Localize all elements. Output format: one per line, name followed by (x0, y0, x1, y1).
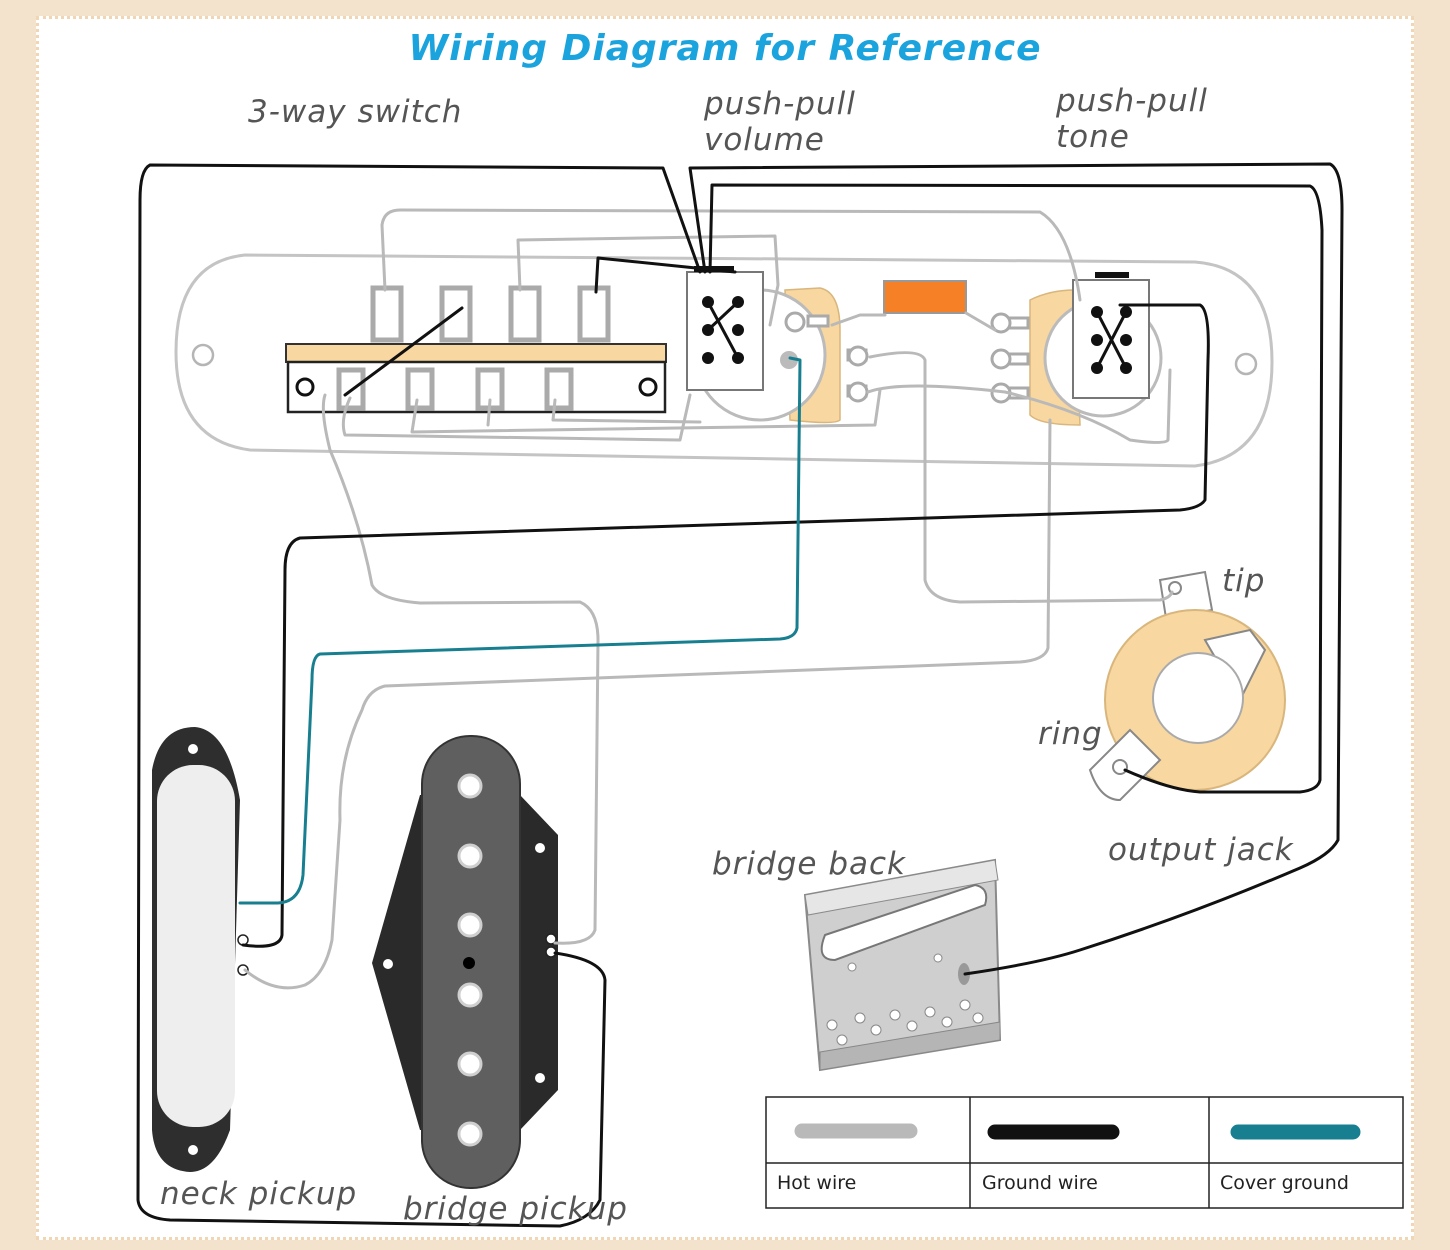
neck-pickup (152, 727, 249, 1172)
push-pull-volume-label-line2: volume (704, 122, 825, 158)
tip-label: tip (1222, 563, 1265, 599)
legend-label-hot-wire: Hot wire (777, 1172, 856, 1194)
legend-label-ground-wire: Ground wire (982, 1172, 1098, 1194)
three-way-switch-label: 3-way switch (248, 94, 462, 130)
ring-label: ring (1038, 716, 1103, 752)
ground-wires (136, 162, 1344, 1228)
plate-screw-left (191, 343, 215, 367)
hot-wires (243, 208, 1174, 990)
neck-pickup-label: neck pickup (160, 1176, 357, 1212)
diagram-title: Wiring Diagram for Reference (408, 28, 1041, 69)
plate-screw-right (1234, 352, 1258, 376)
bridge-back-plate (803, 858, 1002, 1072)
wire-legend: Hot wire Ground wire Cover ground (765, 1096, 1404, 1209)
output-jack-label: output jack (1108, 832, 1294, 868)
tone-capacitor (883, 280, 967, 314)
legend-label-cover-ground: Cover ground (1220, 1172, 1349, 1194)
output-jack (1088, 570, 1286, 802)
cover-ground-wires (238, 356, 802, 905)
three-way-switch (285, 285, 667, 414)
push-pull-tone-label-line2: tone (1056, 119, 1130, 155)
bridge-pickup-label: bridge pickup (403, 1191, 628, 1227)
push-pull-tone-label-line1: push-pull (1055, 83, 1208, 119)
bridge-back-label: bridge back (712, 846, 906, 882)
bridge-pickup (372, 735, 558, 1189)
push-pull-volume-label-line1: push-pull (703, 86, 856, 122)
